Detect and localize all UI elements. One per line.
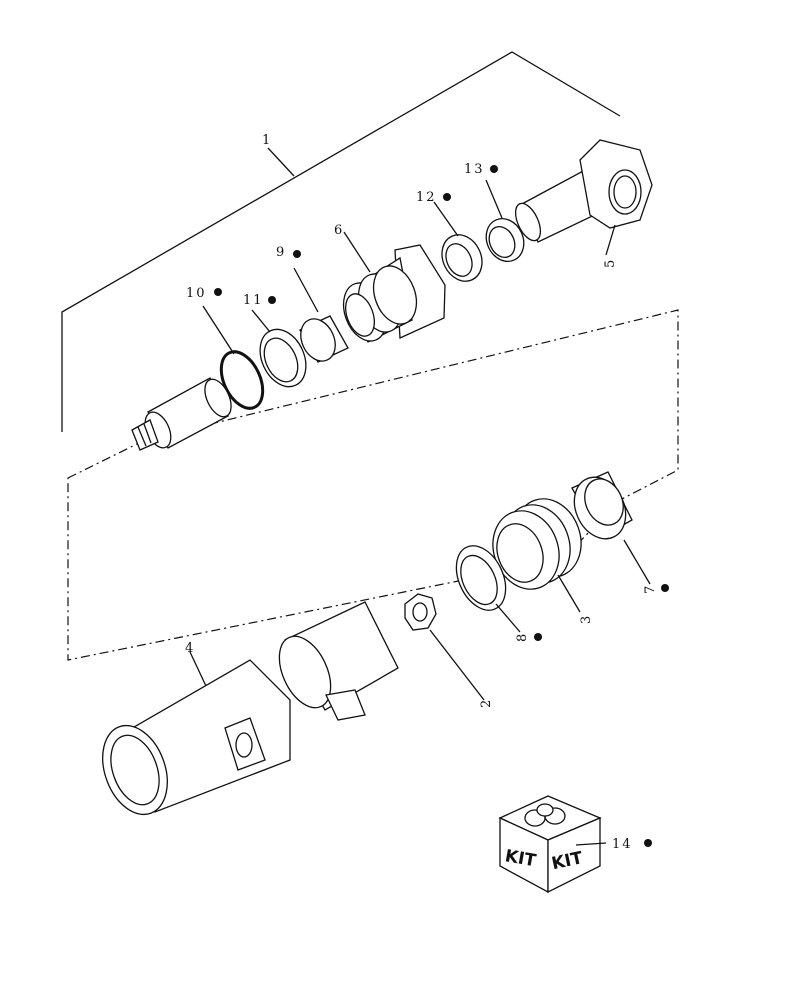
callout-6: 6 [334,223,344,238]
callout-11: 11 [243,293,264,308]
ring-part-12 [441,234,483,282]
piston-rod-part [131,377,232,451]
bullet-14 [644,839,652,847]
group-outline [67,309,679,661]
bullet-9 [293,250,301,258]
callout-9: 9 [276,245,286,260]
bullet-8 [534,633,542,641]
assembly-bracket [61,51,621,432]
callout-7: 7 [643,584,658,594]
split-ring-part-7 [571,471,633,540]
callout-labels: 1 2 3 4 5 6 7 8 9 10 11 12 13 14 [185,133,669,852]
callout-5: 5 [603,258,618,268]
bullet-11 [268,296,276,304]
cylinder-barrel-part-4 [102,601,399,816]
callout-2: 2 [479,698,494,708]
leader-lines [189,179,651,846]
callout-10: 10 [186,286,207,301]
callout-12: 12 [416,190,437,205]
callout-13: 13 [464,162,485,177]
o-ring-part-10 [219,350,265,410]
callout-8: 8 [515,632,530,642]
bullet-12 [443,193,451,201]
piston-part-3 [492,498,582,590]
callout-4: 4 [185,641,195,656]
kit-box: KIT KIT [498,795,602,894]
callout-1: 1 [262,133,272,148]
bullet-7 [661,584,669,592]
split-ring-part-9 [299,315,349,363]
ring-part-8 [455,545,507,611]
callout-3: 3 [579,614,594,624]
ring-part-11 [259,328,307,388]
gland-part-6 [342,244,446,343]
ring-part-13 [485,218,525,262]
rod-eye-part [514,139,653,243]
nut-part-2 [404,593,437,631]
bullet-13 [490,165,498,173]
bullet-10 [214,288,222,296]
callout-14: 14 [612,837,633,852]
